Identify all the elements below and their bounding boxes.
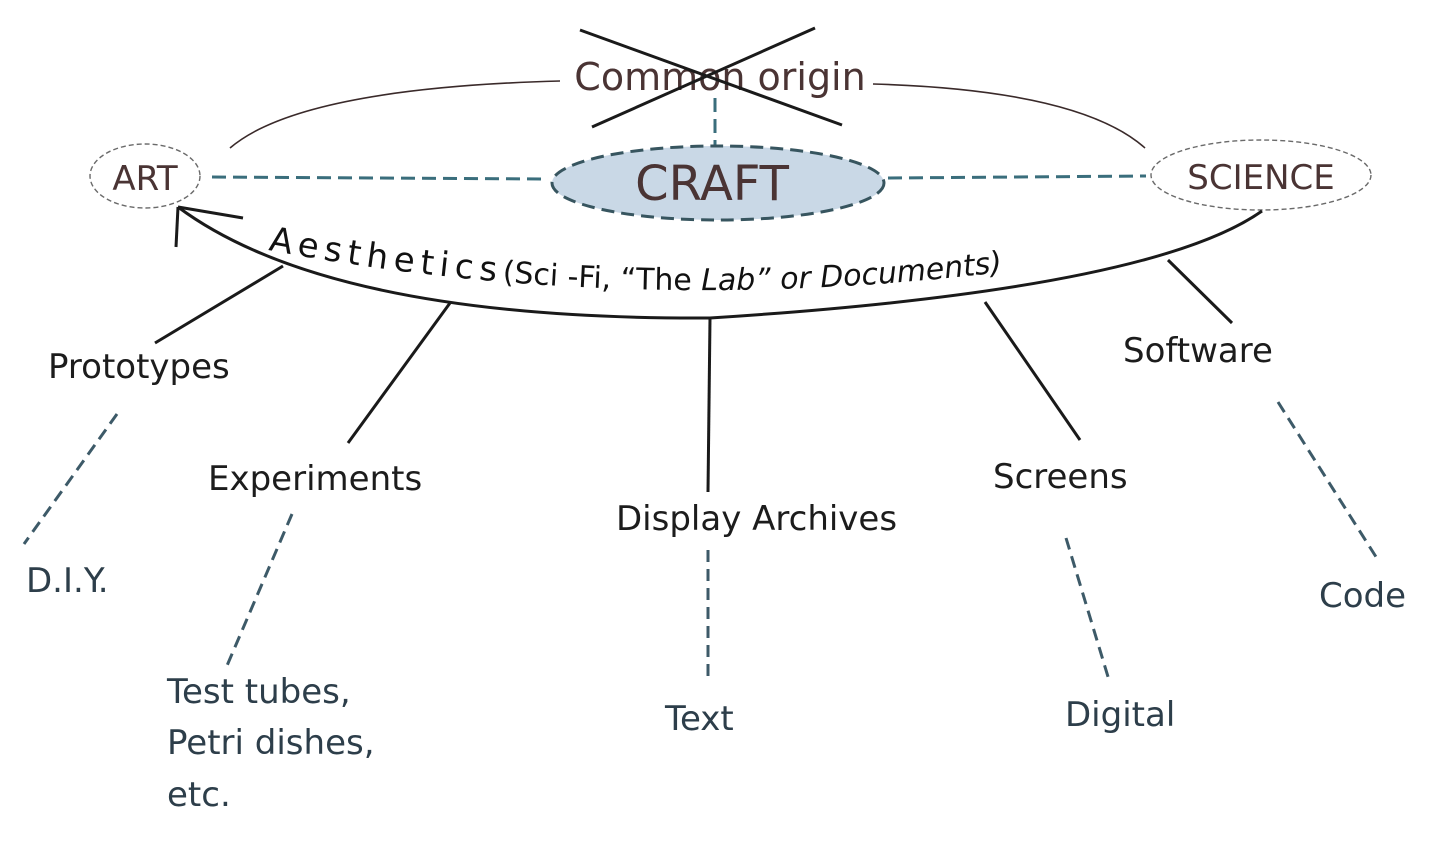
craft-label: CRAFT [635, 156, 790, 212]
aesthetics-word: Aesthetics [266, 220, 504, 291]
leaf-diy: D.I.Y. [26, 561, 109, 601]
art-label: ART [112, 159, 177, 199]
aesthetics-part1: (Sci -Fi, “The [501, 255, 701, 298]
software-leaf-connector [1276, 401, 1380, 561]
craft-node [550, 144, 886, 222]
leaf-etc: etc. [167, 775, 231, 815]
cross-line-1 [579, 28, 843, 127]
display-archives-connector [706, 317, 712, 493]
arrowhead-upper [177, 205, 244, 220]
leaf-code: Code [1319, 576, 1406, 616]
prototypes-leaf-connector [22, 413, 119, 545]
software-connector [1166, 258, 1234, 325]
prototypes-connector [154, 264, 284, 345]
experiments-leaf-connector [224, 513, 294, 669]
art-node [89, 143, 201, 209]
arrowhead-lower [174, 206, 180, 248]
branch-software: Software [1123, 331, 1273, 371]
experiments-connector [346, 302, 452, 444]
leaf-text: Text [664, 699, 734, 739]
aesthetics-part4: Documents) [819, 245, 1003, 295]
aesthetics-part3: ” or [755, 260, 821, 297]
screens-leaf-connector [1064, 537, 1111, 681]
branch-screens: Screens [993, 457, 1128, 497]
origin-arc-right [872, 83, 1146, 149]
art-craft-link [211, 175, 549, 181]
aesthetics-part2: Lab [701, 263, 755, 299]
leaf-digital: Digital [1065, 695, 1175, 735]
screens-connector [983, 301, 1082, 441]
science-label: SCIENCE [1187, 158, 1335, 198]
leaf-test-tubes: Test tubes, [166, 672, 351, 712]
branch-prototypes: Prototypes [48, 347, 230, 387]
origin-arc-left [229, 80, 561, 149]
leaf-petri-dishes: Petri dishes, [167, 723, 375, 763]
cross-line-2 [591, 26, 816, 129]
branch-display-archives: Display Archives [616, 499, 897, 539]
branch-experiments: Experiments [208, 459, 422, 499]
craft-science-link [887, 174, 1147, 180]
aesthetics-label: Aesthetics(Sci -Fi, “The Lab” or Documen… [266, 220, 1003, 299]
common-origin-label: Common origin [574, 55, 865, 99]
